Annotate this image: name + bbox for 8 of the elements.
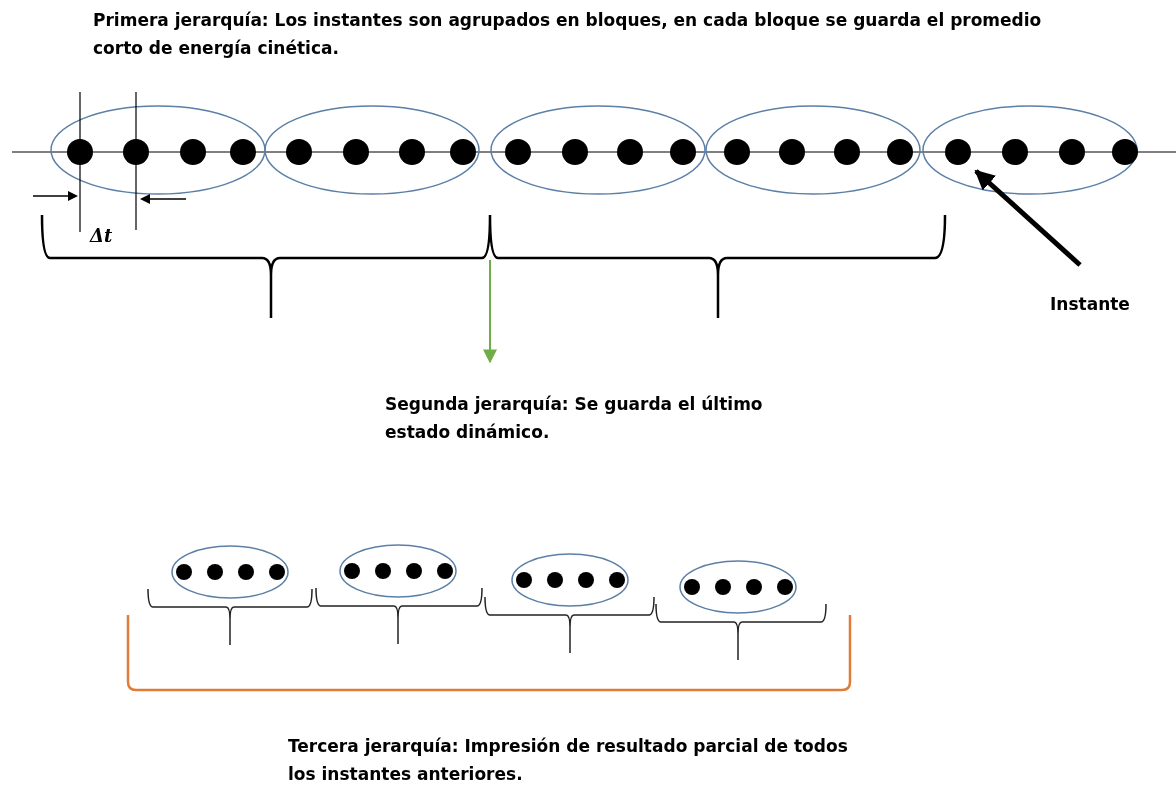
dimension-label: Δt: [90, 224, 113, 248]
node-text: Instante: [1050, 290, 1130, 318]
leader-line: [974, 169, 1082, 267]
caption-text: Tercera jerarquía: Impresión de resultado parcial de todos los instantes anteriores.: [288, 735, 848, 786]
heading-text: Primera jerarquía: Los instantes son agrupados en bloques, en cada bloque se guarda el promedio corto de energía cinética.: [93, 9, 1043, 60]
node-text: Segunda jerarquía: Se guarda el último estado dinámico.: [385, 390, 805, 446]
instant-dot: [945, 139, 971, 165]
arrow: [483, 259, 497, 364]
